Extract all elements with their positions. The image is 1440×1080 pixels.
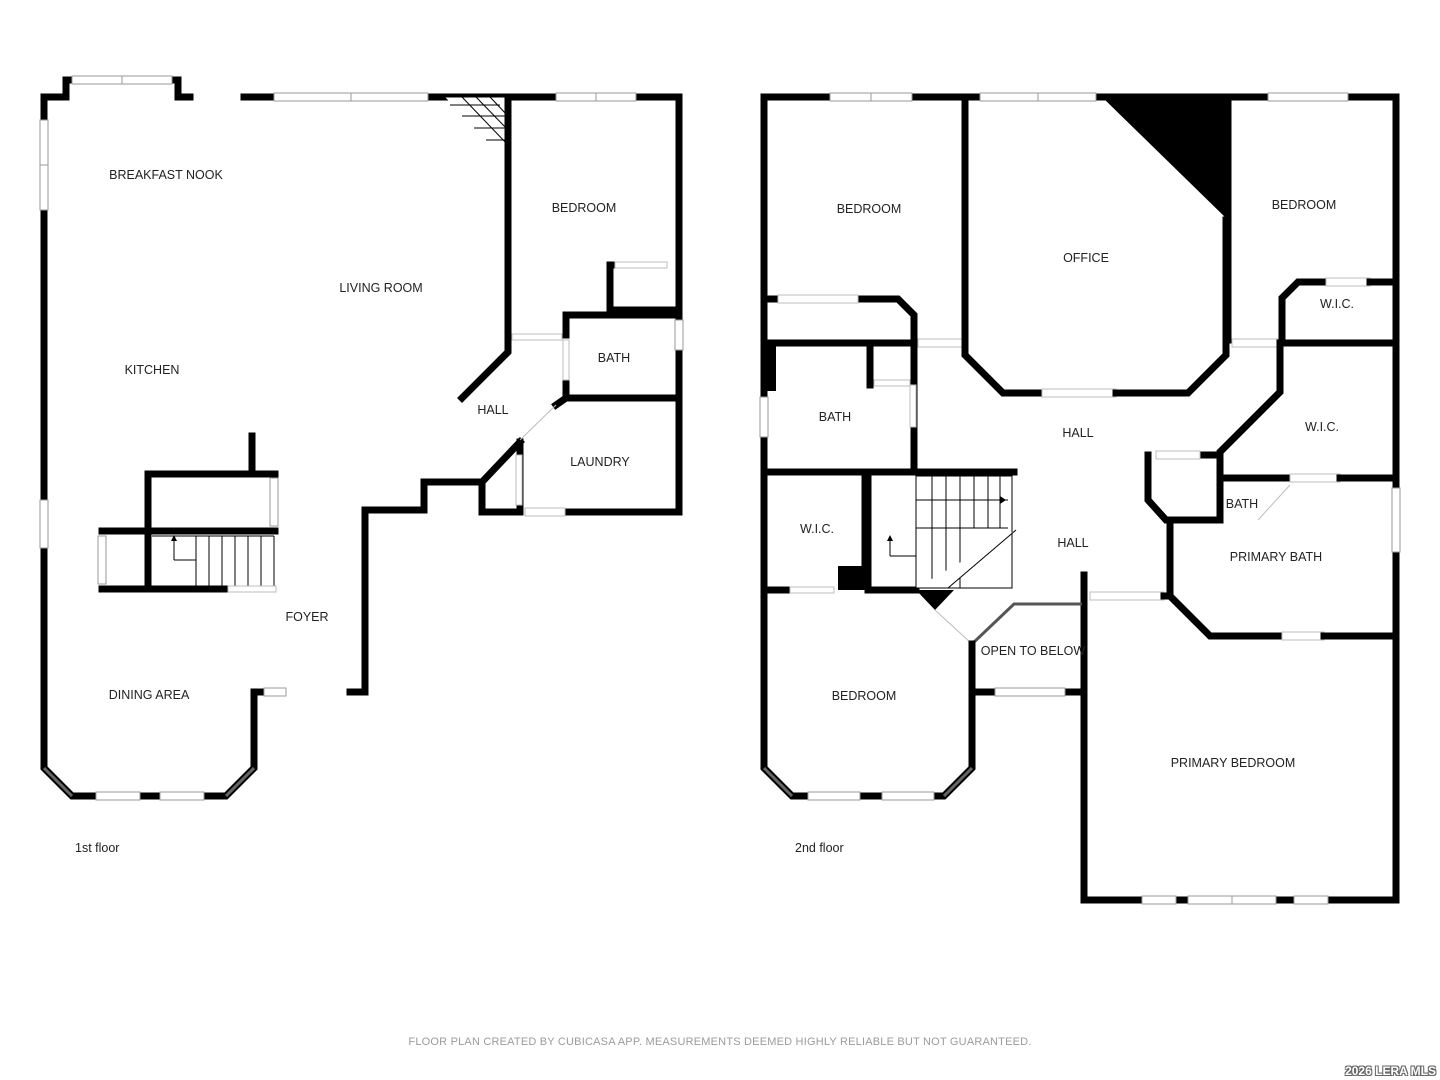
room-label-wic: W.I.C. <box>1320 297 1354 311</box>
room-label-hall: HALL <box>1057 536 1088 550</box>
room-label-dining-area: DINING AREA <box>109 688 190 702</box>
disclaimer-footer: FLOOR PLAN CREATED BY CUBICASA APP. MEAS… <box>408 1036 1032 1048</box>
second-floor-plan <box>759 92 1401 905</box>
room-label-bedroom: BEDROOM <box>1272 198 1337 212</box>
room-label-wic: W.I.C. <box>1305 420 1339 434</box>
room-label-primary-bath: PRIMARY BATH <box>1230 550 1322 564</box>
room-label-open-to-below: OPEN TO BELOW <box>981 644 1086 658</box>
room-label-wic: W.I.C. <box>800 522 834 536</box>
second-floor-labels: BEDROOM OFFICE BEDROOM W.I.C. BATH HALL … <box>795 198 1354 855</box>
room-label-bath: BATH <box>1226 497 1258 511</box>
room-label-kitchen: KITCHEN <box>125 363 180 377</box>
room-label-bath: BATH <box>598 351 630 365</box>
watermark: 2026 LERA MLS <box>1345 1064 1436 1078</box>
room-label-hall: HALL <box>1062 426 1093 440</box>
room-label-breakfast-nook: BREAKFAST NOOK <box>109 168 223 182</box>
first-floor-plan <box>39 75 684 801</box>
floor-label-second: 2nd floor <box>795 841 844 855</box>
room-label-office: OFFICE <box>1063 251 1109 265</box>
room-label-bedroom: BEDROOM <box>837 202 902 216</box>
room-label-living-room: LIVING ROOM <box>339 281 422 295</box>
room-label-bedroom: BEDROOM <box>552 201 617 215</box>
room-label-bedroom: BEDROOM <box>832 689 897 703</box>
room-label-bath: BATH <box>819 410 851 424</box>
floor-label-first: 1st floor <box>75 841 119 855</box>
room-label-hall: HALL <box>477 403 508 417</box>
room-label-foyer: FOYER <box>285 610 328 624</box>
room-label-laundry: LAUNDRY <box>570 455 630 469</box>
room-label-primary-bedroom: PRIMARY BEDROOM <box>1171 756 1296 770</box>
first-floor-labels: BREAKFAST NOOK LIVING ROOM BEDROOM KITCH… <box>75 168 630 855</box>
